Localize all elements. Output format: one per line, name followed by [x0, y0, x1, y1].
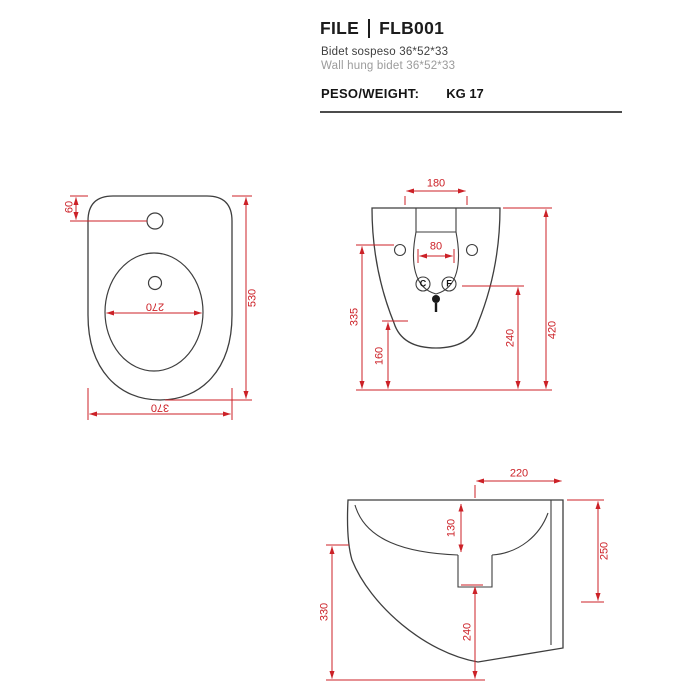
dim-label-side-240: 240 [461, 622, 474, 642]
dim-label-height-420: 420 [546, 320, 559, 340]
product-code: FLB001 [379, 18, 445, 38]
dim-label-length: 530 [246, 288, 259, 308]
front-view-dimensions [356, 188, 552, 391]
series-name: FILE [320, 18, 360, 38]
top-view-dimensions [70, 195, 252, 420]
weight-label: PESO/WEIGHT: [321, 86, 420, 101]
front-view-outline [371, 207, 501, 349]
front-view-drawing [356, 188, 552, 391]
dim-label-basin-width: 270 [145, 300, 165, 313]
dim-label-basin-depth: 130 [445, 518, 458, 538]
cold-water-label: C [419, 278, 427, 289]
dim-label-overall-width: 370 [150, 401, 170, 414]
dim-label-height-160: 160 [373, 346, 386, 366]
dim-label-tap-offset: 60 [63, 200, 76, 214]
drain-symbol [432, 295, 440, 312]
top-view-outline [87, 195, 233, 401]
dim-label-height-250: 250 [598, 541, 611, 561]
side-view-dimensions [326, 478, 604, 681]
hot-water-label: F [446, 278, 452, 289]
header: FILE FLB001 Bidet sospeso 36*52*33 Wall … [320, 18, 622, 118]
dim-label-height-330: 330 [318, 602, 331, 622]
side-view-drawing [326, 478, 604, 681]
weight-row: PESO/WEIGHT: KG 17 [321, 86, 484, 101]
product-title: FILE FLB001 [320, 18, 444, 39]
dim-label-height-240: 240 [504, 328, 517, 348]
dim-label-height-335: 335 [348, 307, 361, 327]
description-english: Wall hung bidet 36*52*33 [321, 60, 456, 72]
dim-label-depth-220: 220 [509, 467, 529, 480]
top-view-drawing [70, 195, 252, 420]
description-italian: Bidet sospeso 36*52*33 [321, 46, 449, 58]
dim-label-inlet-span: 80 [429, 240, 443, 253]
side-view-outline [346, 499, 564, 663]
dim-label-fixing-span: 180 [426, 177, 446, 190]
title-divider [368, 19, 371, 38]
header-rule [320, 111, 622, 113]
weight-value: KG 17 [446, 86, 484, 101]
